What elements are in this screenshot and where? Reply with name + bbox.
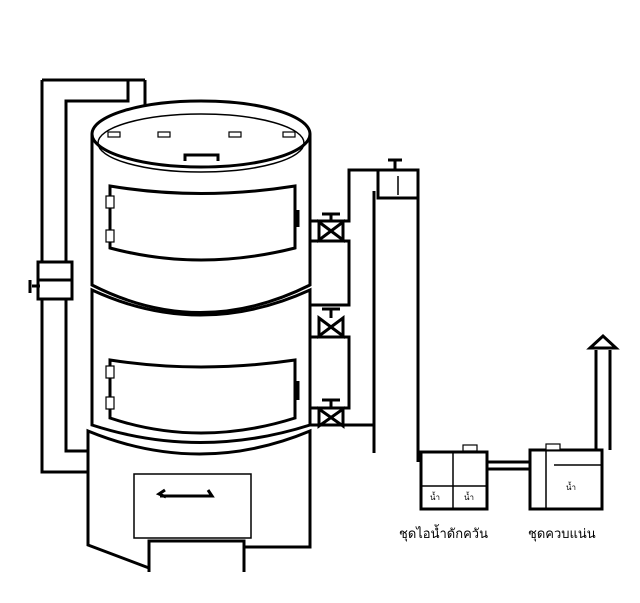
vent-cap-icon (586, 333, 620, 350)
water-label-right: น้ำ (566, 481, 576, 492)
water-label-middle: น้ำ (464, 491, 474, 502)
kiln-base (86, 428, 312, 572)
condenser-caption: ชุดควบแน่น (528, 527, 596, 542)
kiln-door-upper (105, 184, 300, 262)
kiln-outlet-pipes (310, 168, 420, 462)
smoke-trap-caption: ชุดไอน้ำดักควัน (399, 524, 488, 542)
condenser-unit (528, 350, 612, 511)
valve-upper (317, 212, 345, 243)
valve-lower (317, 398, 345, 429)
water-label-left: น้ำ (430, 491, 440, 502)
top-valve-box (376, 158, 420, 200)
smoke-trap-unit (419, 444, 532, 511)
chimney-valve (28, 260, 74, 301)
valve-middle (317, 307, 345, 339)
kiln-door-lower (105, 358, 300, 435)
kiln-drum-upper (90, 99, 312, 314)
